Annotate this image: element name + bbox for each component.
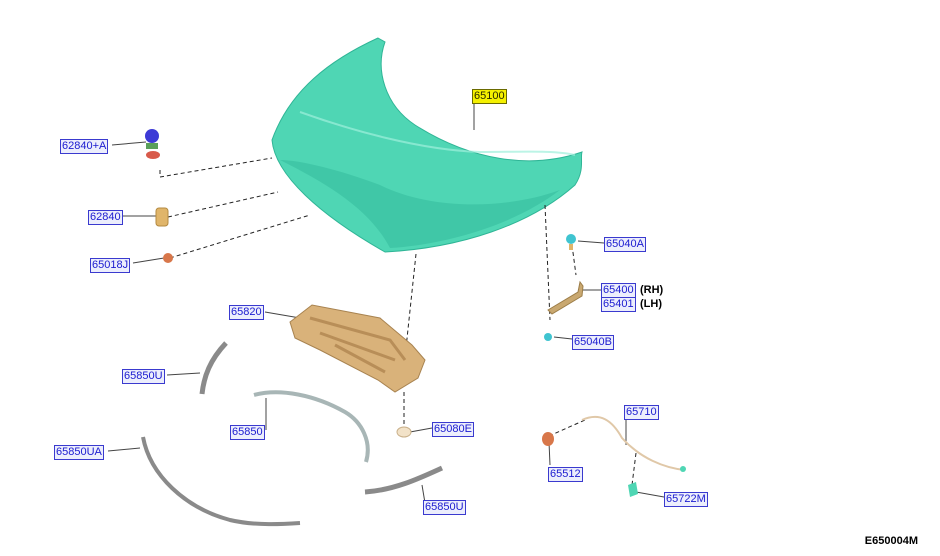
insulator-65820 (289, 304, 426, 393)
bolt-65040b (544, 333, 552, 341)
clip-65722m (628, 482, 638, 497)
seal-65850 (253, 390, 370, 463)
bolt-65040a (566, 234, 576, 250)
callout-65512[interactable]: 65512 (548, 467, 583, 482)
callout-65400[interactable]: 65400 (601, 283, 636, 298)
callout-65722m[interactable]: 65722M (664, 492, 708, 507)
callout-65850u-upper[interactable]: 65850U (122, 369, 165, 384)
callout-65100[interactable]: 65100 (472, 89, 507, 104)
seal-65850u-lower (364, 465, 444, 495)
callout-65040a[interactable]: 65040A (604, 237, 646, 252)
callout-62840a[interactable]: 62840+A (60, 139, 109, 154)
bumper-62840 (155, 207, 169, 227)
callout-65040b[interactable]: 65040B (572, 335, 614, 350)
leader-lines (159, 157, 637, 486)
handle-65512 (542, 432, 554, 446)
hood-panel (271, 37, 583, 253)
note-rh: (RH) (640, 284, 664, 296)
callout-65850u-lower[interactable]: 65850U (423, 500, 466, 515)
callout-leaders (107, 103, 665, 504)
clip-65080e (396, 426, 412, 438)
callout-65820[interactable]: 65820 (229, 305, 264, 320)
callout-62840[interactable]: 62840 (88, 210, 123, 225)
callout-65018j[interactable]: 65018J (90, 258, 131, 273)
note-lh: (LH) (640, 298, 662, 310)
clip-65018j (163, 253, 173, 263)
callout-65710[interactable]: 65710 (624, 405, 659, 420)
callout-65850ua[interactable]: 65850UA (54, 445, 104, 460)
cable-65710 (581, 415, 686, 472)
hood-stop-62840a (145, 129, 160, 159)
hinge-65400-65401 (547, 280, 584, 315)
callout-65401[interactable]: 65401 (601, 297, 636, 312)
callout-65850[interactable]: 65850 (230, 425, 265, 440)
seal-65850u-upper (199, 341, 228, 395)
seal-65850ua (141, 436, 301, 527)
callout-65080e[interactable]: 65080E (432, 422, 474, 437)
figure-code: E650004M (864, 535, 918, 547)
